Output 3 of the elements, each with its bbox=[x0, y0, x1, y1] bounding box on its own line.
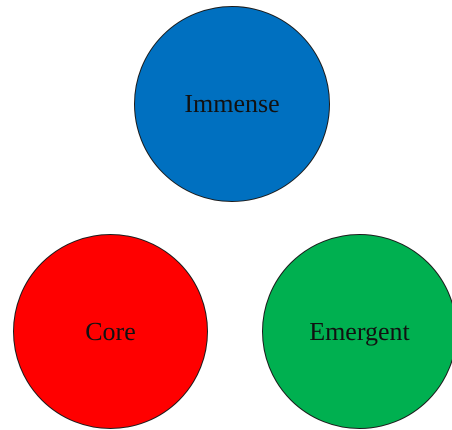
circle-label: Immense bbox=[184, 89, 280, 119]
circle-label: Emergent bbox=[309, 316, 410, 346]
circle-label: Core bbox=[85, 316, 136, 346]
